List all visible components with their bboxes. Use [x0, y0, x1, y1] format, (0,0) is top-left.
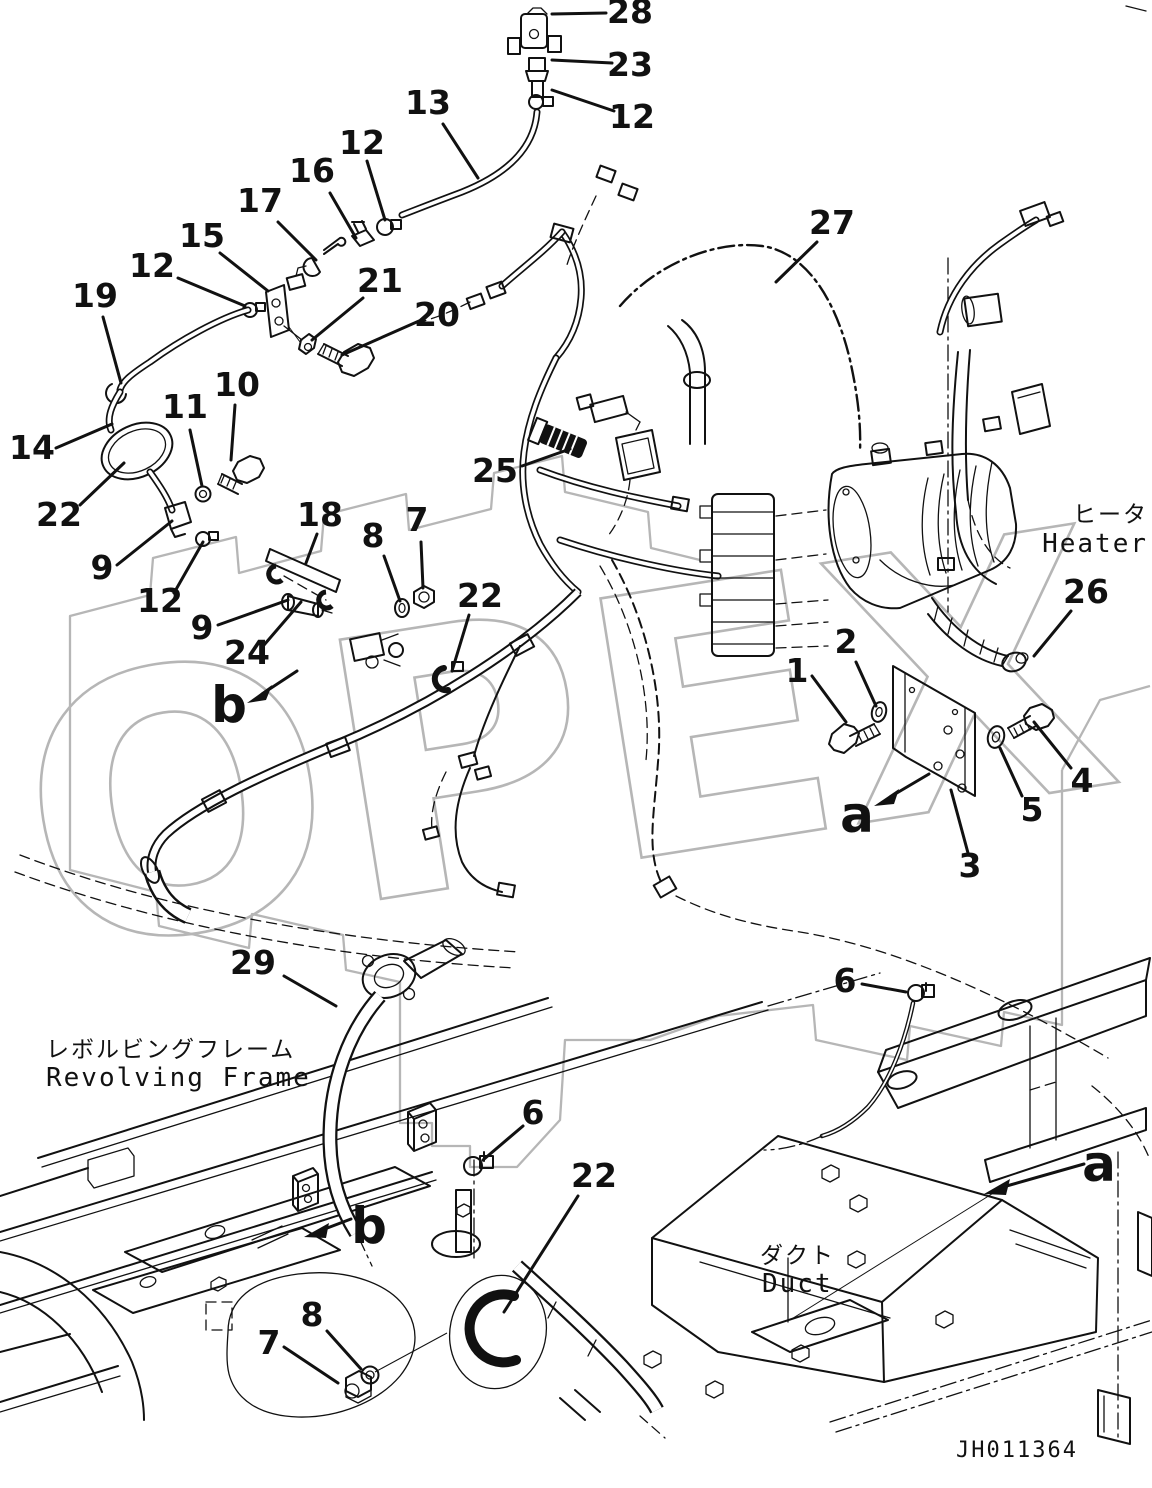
callout-14: 14: [9, 428, 55, 467]
washer-8-mid-part: [394, 598, 410, 618]
callout-25: 25: [472, 451, 518, 490]
clamp-6-left-assembly: [431, 1151, 494, 1259]
callout-8-mid: 8: [362, 516, 385, 555]
callout-12-left: 12: [129, 246, 175, 285]
revolving-frame-label-en: Revolving Frame: [46, 1063, 311, 1093]
view-label-b-upper: b: [211, 676, 247, 734]
bolt-10-part: [217, 455, 265, 495]
hose-27: [618, 243, 862, 454]
bolt-4-part: [1007, 703, 1055, 739]
duct-label-jp: ダクト: [760, 1243, 835, 1269]
duct-nuts: [643, 1164, 954, 1399]
clamp-6-right-assembly: [763, 982, 935, 1151]
callout-2: 2: [835, 622, 858, 661]
detail-bubble: [226, 1272, 448, 1418]
callout-1: 1: [786, 651, 809, 690]
callout-4: 4: [1071, 761, 1094, 800]
callout-5: 5: [1021, 790, 1044, 829]
washer-5-part: [986, 725, 1006, 749]
callout-12-top: 12: [609, 97, 655, 136]
callout-7-bottom: 7: [258, 1323, 281, 1362]
revolving-frame: [0, 957, 1152, 1445]
callout-28: 28: [607, 0, 653, 31]
bracket-3-assembly: [828, 665, 1055, 797]
callout-9-mid: 9: [191, 608, 214, 647]
callout-23: 23: [607, 45, 653, 84]
revolving-frame-label-jp: レボルビングフレーム: [46, 1037, 295, 1063]
callout-12-lower: 12: [137, 581, 183, 620]
view-arrow-b-lower: [304, 1217, 353, 1238]
watermark-text: OPEX: [0, 451, 1139, 1036]
heater-assembly: [827, 439, 1029, 673]
hose-14-group: [100, 388, 265, 547]
callout-21: 21: [357, 261, 403, 300]
view-label-a-upper: a: [840, 786, 874, 844]
view-arrow-a-lower: [789, 1162, 1086, 1321]
callout-20: 20: [414, 295, 460, 334]
callout-18: 18: [297, 495, 343, 534]
callout-17: 17: [237, 181, 283, 220]
leader-lines: [54, 11, 1073, 1385]
bolt-20-part: [317, 343, 375, 377]
wiring-harness-main: [14, 164, 1109, 1059]
callout-3: 3: [959, 846, 982, 885]
bolt-1-part: [828, 723, 881, 754]
view-label-a-lower: a: [1082, 1135, 1116, 1193]
callout-13: 13: [405, 83, 451, 122]
duct: [643, 1135, 1099, 1399]
callout-15: 15: [179, 216, 225, 255]
callout-8-bottom: 8: [301, 1295, 324, 1334]
callout-19: 19: [72, 276, 118, 315]
hose-29-assembly: [322, 937, 466, 1267]
callout-labels: 28 23 12 13 12 16 17 15 12 19 21 20 10 1…: [9, 0, 1109, 1362]
heater-label-en: Heater: [1042, 529, 1148, 559]
view-arrow-a-upper: [874, 772, 931, 806]
callout-16: 16: [289, 151, 335, 190]
view-arrow-b-upper: [247, 669, 299, 703]
nut-7-bottom-part: [344, 1370, 372, 1404]
view-label-b-lower: b: [351, 1197, 387, 1255]
callout-22-left: 22: [36, 495, 82, 534]
corner-tick: [1125, 5, 1147, 12]
grommet-22-assembly: [448, 1260, 666, 1439]
glow-plug-25-group: [527, 393, 661, 537]
callout-26: 26: [1063, 572, 1109, 611]
hose-26: [927, 597, 1029, 673]
callout-12-hose13: 12: [339, 123, 385, 162]
callout-24: 24: [224, 633, 270, 672]
callout-10: 10: [214, 365, 260, 404]
valve-28-group: [398, 7, 562, 219]
wiring-harness-right: [936, 201, 1065, 613]
drawing-number: JH011364: [956, 1438, 1078, 1463]
callout-22-bottom: 22: [571, 1156, 617, 1195]
washer-2-part: [870, 701, 888, 723]
callout-27: 27: [809, 203, 855, 242]
heater-label-jp: ヒータ: [1073, 502, 1148, 528]
duct-label-en: Duct: [762, 1269, 833, 1299]
callout-9-left: 9: [91, 548, 114, 587]
callout-6-left: 6: [522, 1093, 545, 1132]
plate-18-group: [265, 548, 435, 669]
callout-29: 29: [230, 943, 276, 982]
callout-6-right: 6: [834, 961, 857, 1000]
callout-22-mid: 22: [457, 576, 503, 615]
callout-11: 11: [162, 387, 208, 426]
callout-7-mid: 7: [406, 500, 429, 539]
washer-8-bottom-part: [360, 1365, 380, 1385]
